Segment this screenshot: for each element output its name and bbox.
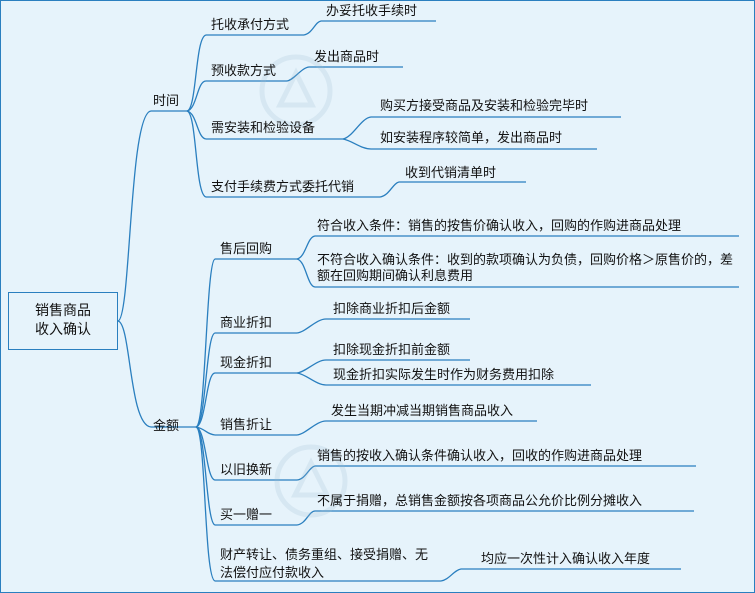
amount-item-detail: 符合收入条件：销售的按售价确认收入，回购的作购进商品处理 [317, 219, 682, 234]
time-item-label: 需安装和检验设备 [211, 121, 316, 136]
amount-item-label: 商业折扣 [220, 316, 273, 331]
root-node: 销售商品 收入确认 [8, 292, 118, 350]
amount-item-label: 售后回购 [220, 242, 273, 257]
branch-time-label: 时间 [153, 94, 180, 109]
time-item-label: 支付手续费方式委托代销 [211, 180, 355, 195]
time-item-detail: 发出商品时 [314, 50, 380, 65]
amount-item-label: 现金折扣 [220, 356, 273, 371]
time-item-detail: 办妥托收手续时 [326, 4, 418, 19]
time-item-detail: 如安装程序较简单，发出商品时 [380, 131, 563, 146]
amount-item-detail: 扣除现金折扣前金额 [333, 343, 451, 358]
amount-item-detail: 不属于捐赠，总销售金额按各项商品公允价比例分摊收入 [317, 494, 643, 509]
amount-item-label: 财产转让、债务重组、接受捐赠、无法偿付应付款收入 [220, 548, 429, 581]
amount-item-detail: 均应一次性计入确认收入年度 [481, 552, 651, 567]
amount-item-detail: 不符合收入确认条件：收到的款项确认为负债，回购价格＞原售价的，差额在回购期间确认… [317, 253, 734, 284]
amount-item-detail: 销售的按收入确认条件确认收入，回收的作购进商品处理 [317, 449, 643, 464]
root-label-line1: 销售商品 [35, 303, 91, 319]
amount-item-detail: 扣除商业折扣后金额 [333, 302, 451, 317]
amount-item-label: 以旧换新 [220, 463, 273, 478]
amount-item-detail: 现金折扣实际发生时作为财务费用扣除 [333, 368, 555, 383]
time-item-label: 预收款方式 [211, 64, 277, 79]
root-label-line2: 收入确认 [35, 322, 91, 338]
amount-item-label: 销售折让 [220, 418, 273, 433]
time-item-detail: 收到代销清单时 [405, 166, 497, 181]
amount-item-label: 买一赠一 [220, 508, 273, 523]
amount-item-detail: 发生当期冲减当期销售商品收入 [331, 404, 514, 419]
branch-amount-label: 金额 [153, 419, 180, 434]
time-item-label: 托收承付方式 [211, 18, 290, 33]
time-item-detail: 购买方接受商品及安装和检验完毕时 [380, 99, 589, 114]
